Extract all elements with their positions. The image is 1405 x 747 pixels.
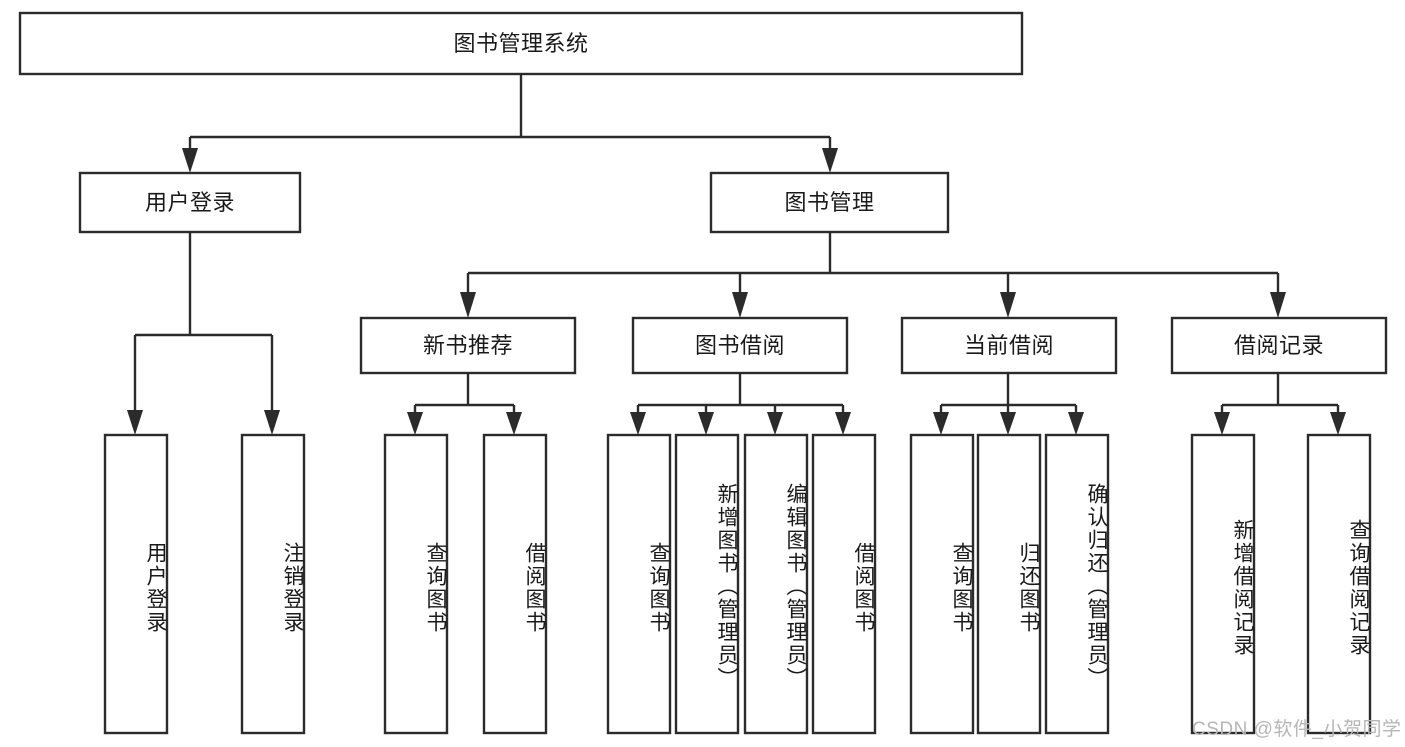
box-current-borrow[interactable] [900, 316, 1118, 375]
box-leaf-borrow-book-2[interactable] [811, 433, 877, 735]
label-root-system: 图书管理系统 [453, 30, 589, 56]
label-book-borrow: 图书借阅 [694, 332, 785, 358]
connector-user-login-to-leaves [127, 232, 280, 435]
label-leaf-query-book-3: 查询图书 [950, 542, 973, 634]
box-book-management[interactable] [709, 171, 950, 234]
box-root-system[interactable] [18, 11, 1024, 76]
label-leaf-query-book-1: 查询图书 [424, 542, 447, 634]
box-user-login[interactable] [78, 171, 302, 234]
label-current-borrow: 当前借阅 [963, 332, 1054, 358]
connector-new-book-recommend-to-leaves [407, 373, 522, 435]
box-leaf-borrow-book-1[interactable] [482, 433, 548, 735]
label-leaf-return-book: 归还图书 [1017, 542, 1040, 634]
box-leaf-query-record[interactable] [1306, 433, 1372, 735]
label-leaf-query-record: 查询借阅记录 [1347, 519, 1370, 657]
connector-book-management-to-level3 [460, 232, 1286, 318]
connector-root-to-level2 [182, 74, 838, 173]
box-leaf-query-book-3[interactable] [909, 433, 975, 735]
box-leaf-return-book[interactable] [976, 433, 1042, 735]
box-leaf-add-record[interactable] [1190, 433, 1256, 735]
label-leaf-confirm-return: 确认归还（管理员） [1085, 482, 1108, 690]
label-leaf-borrow-book-2: 借阅图书 [852, 542, 875, 634]
arrow-to-book-management [822, 148, 838, 173]
watermark-text: CSDN @软件_小贺同学 [1192, 719, 1402, 740]
box-leaf-logout-login[interactable] [240, 433, 306, 735]
box-leaf-edit-book[interactable] [743, 433, 809, 735]
connector-borrow-record-to-leaves [1214, 373, 1346, 435]
label-leaf-add-book: 新增图书（管理员） [715, 482, 738, 690]
connector-current-borrow-to-leaves [933, 373, 1084, 435]
box-new-book-recommend[interactable] [359, 316, 577, 375]
label-new-book-recommend: 新书推荐 [422, 332, 513, 358]
arrow-to-user-login [182, 148, 198, 173]
label-borrow-record: 借阅记录 [1233, 332, 1324, 358]
box-book-borrow[interactable] [631, 316, 849, 375]
label-leaf-add-record: 新增借阅记录 [1231, 519, 1254, 657]
label-user-login: 用户登录 [144, 189, 235, 215]
box-leaf-user-login[interactable] [103, 433, 169, 735]
label-leaf-edit-book: 编辑图书（管理员） [784, 482, 807, 690]
label-leaf-borrow-book-1: 借阅图书 [523, 542, 546, 634]
box-leaf-confirm-return[interactable] [1044, 433, 1110, 735]
label-book-management: 图书管理 [784, 189, 875, 215]
connector-book-borrow-to-leaves [630, 373, 851, 435]
box-leaf-query-book-1[interactable] [383, 433, 449, 735]
label-leaf-user-login: 用户登录 [144, 542, 167, 634]
box-leaf-query-book-2[interactable] [606, 433, 672, 735]
box-leaf-add-book[interactable] [674, 433, 740, 735]
box-borrow-record[interactable] [1170, 316, 1388, 375]
label-leaf-query-book-2: 查询图书 [647, 542, 670, 634]
label-leaf-logout-login: 注销登录 [281, 542, 304, 634]
